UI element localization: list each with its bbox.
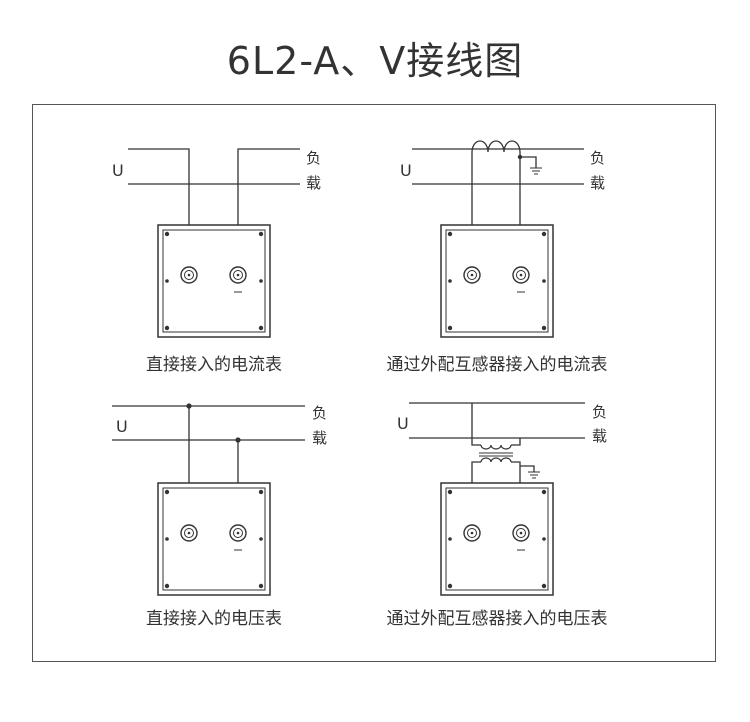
load-label-top: 负 [306, 149, 321, 167]
line-label-u: U [116, 417, 128, 436]
caption: 通过外配互感器接入的电压表 [387, 609, 608, 629]
line-label-u: U [400, 161, 412, 180]
wire [520, 156, 537, 168]
meter-panel [157, 482, 271, 596]
diagram-pt-voltmeter: U 负 载 通过外配互感器接入的电压表 [387, 402, 608, 629]
load-label-top: 负 [312, 404, 327, 422]
wire [471, 403, 481, 446]
junction-dot [186, 403, 192, 409]
ground-icon [527, 471, 541, 479]
meter-panel [440, 224, 554, 338]
diagram-frame [32, 104, 716, 662]
page-title: 6L2-A、V接线图 [226, 39, 524, 83]
wire [511, 438, 521, 446]
diagram-direct-voltmeter: U 负 载 直接接入的电压表 [112, 403, 327, 629]
transformer-primary-coil [480, 444, 512, 450]
current-transformer-coil [471, 140, 521, 153]
load-label-bottom: 载 [590, 174, 605, 192]
load-label-bottom: 载 [312, 429, 327, 447]
junction-dot [517, 154, 523, 160]
wire [520, 465, 535, 472]
meter-panel [157, 224, 271, 338]
line-label-u: U [112, 161, 124, 180]
diagram-direct-ammeter: U 负 载 直接接入的电流表 [112, 148, 321, 375]
line-label-u: U [397, 414, 409, 433]
caption: 直接接入的电流表 [146, 355, 282, 375]
transformer-secondary-coil [480, 457, 512, 463]
ground-icon [529, 167, 543, 175]
meter-panel [440, 482, 554, 596]
load-label-bottom: 载 [592, 427, 607, 445]
load-label-top: 负 [590, 149, 605, 167]
load-label-top: 负 [592, 403, 607, 421]
diagram-ct-ammeter: U 负 载 通过外配互感器接入的电流表 [387, 140, 608, 375]
load-label-bottom: 载 [306, 174, 321, 192]
junction-dot [235, 437, 241, 443]
caption: 通过外配互感器接入的电流表 [387, 355, 608, 375]
caption: 直接接入的电压表 [146, 609, 282, 629]
